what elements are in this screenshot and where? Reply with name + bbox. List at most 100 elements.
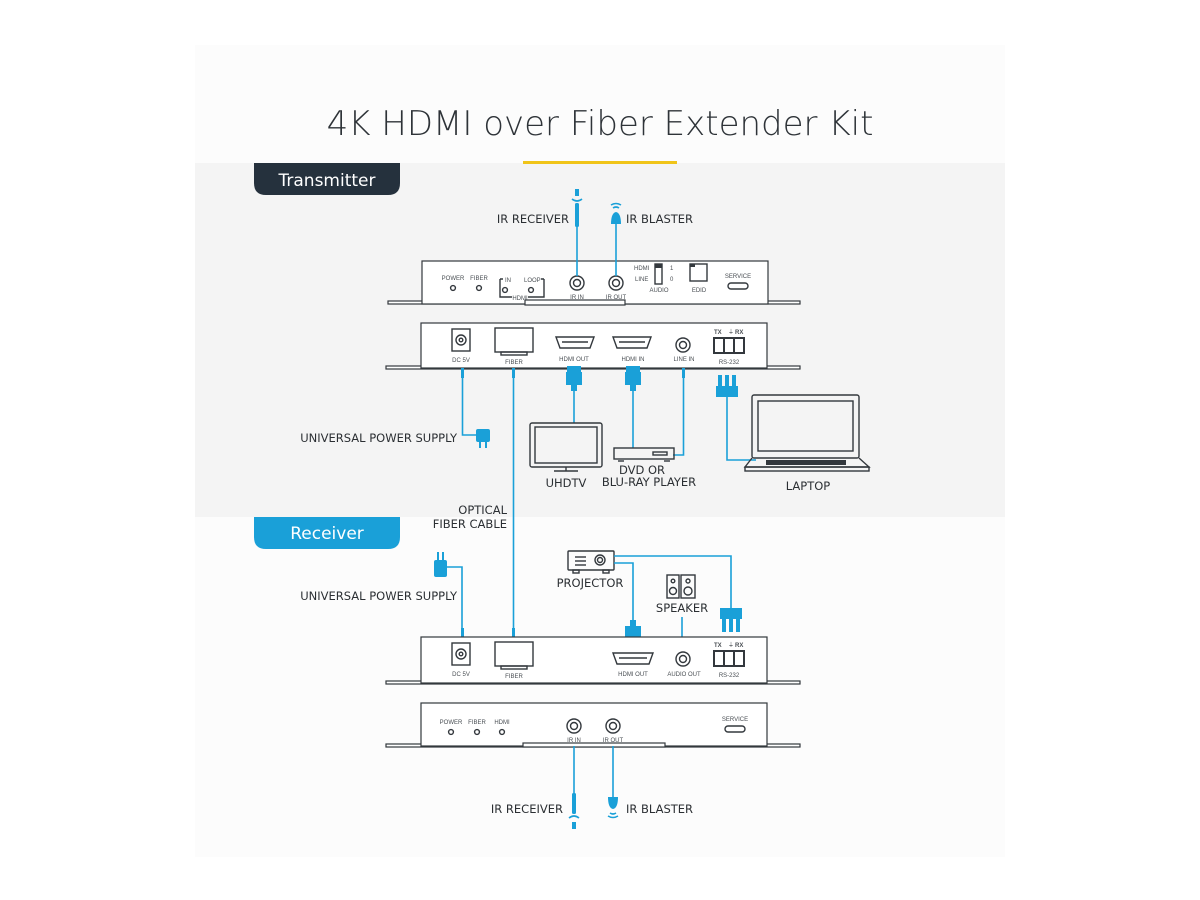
rx-power-cable: UNIVERSAL POWER SUPPLY xyxy=(300,552,464,640)
power-supply-icon xyxy=(434,560,447,577)
rx-led-fiber-label: FIBER xyxy=(468,720,486,726)
projector-label: PROJECTOR xyxy=(557,576,624,590)
tx-rs232-tx-label: TX xyxy=(714,330,722,336)
rx-ir-receiver-label: IR RECEIVER xyxy=(491,802,563,816)
tx-power-supply-label: UNIVERSAL POWER SUPPLY xyxy=(300,431,458,445)
rx-ir-blaster-label: IR BLASTER xyxy=(626,802,693,816)
tx-audio-one-label: 1 xyxy=(670,266,674,272)
tx-led-power xyxy=(449,284,457,292)
rx-hdmi-out-port xyxy=(612,652,654,665)
transmitter-front-panel: POWER FIBER IN LOOP HDMI IR IN IR OUT HD… xyxy=(387,260,801,306)
tx-hdmi-in-label: HDMI IN xyxy=(622,357,645,363)
rx-ir-in-port xyxy=(566,718,582,734)
laptop-label: LAPTOP xyxy=(786,479,831,493)
speaker-icon xyxy=(666,574,680,599)
tx-audio-hdmi-label: HDMI xyxy=(634,266,650,272)
rx-rs232-cable xyxy=(720,608,742,632)
tx-ir-out-label: IR OUT xyxy=(606,295,627,301)
page-title: 4K HDMI over Fiber Extender Kit xyxy=(327,104,874,144)
receiver-rear-panel: DC 5V FIBER HDMI OUT AUDIO OUT TX ⏚ RX R… xyxy=(385,636,801,685)
tx-rs232-rx-label: RX xyxy=(735,330,743,336)
tx-ir-in-label: IR IN xyxy=(570,295,584,301)
tx-power-cable: UNIVERSAL POWER SUPPLY xyxy=(300,368,490,448)
rx-ir-blaster: IR BLASTER xyxy=(607,746,693,819)
rx-power-supply-label: UNIVERSAL POWER SUPPLY xyxy=(300,589,458,603)
rx-led-power-label: POWER xyxy=(440,720,463,726)
tx-ir-receiver: IR RECEIVER xyxy=(497,189,583,276)
transmitter-rear-panel: DC 5V FIBER HDMI OUT HDMI IN LINE IN TX … xyxy=(385,322,801,370)
dvd-player-device: DVD OR BLU-RAY PLAYER xyxy=(602,447,696,489)
tx-service-port xyxy=(727,282,749,290)
receiver-front-panel: POWER FIBER HDMI IR IN IR OUT SERVICE xyxy=(385,702,801,748)
rx-ir-out-label: IR OUT xyxy=(603,738,624,744)
transmitter-tab-label: Transmitter xyxy=(278,171,376,191)
tx-audio-zero-label: 0 xyxy=(670,277,674,283)
laptop-icon xyxy=(751,394,860,459)
transmitter-tab: Transmitter xyxy=(254,163,400,195)
tx-fiber-label: FIBER xyxy=(505,360,523,366)
fiber-cable-label-1: OPTICAL xyxy=(458,503,507,517)
projector-icon xyxy=(567,550,615,571)
speaker-device: SPEAKER xyxy=(656,574,708,652)
tx-hdmi-in-cable xyxy=(625,366,641,448)
tx-rs232-gnd-label: ⏚ xyxy=(728,329,734,336)
tx-ir-receiver-label: IR RECEIVER xyxy=(497,212,569,226)
ir-receiver-icon xyxy=(572,793,576,814)
tx-hdmi-loop-label: LOOP xyxy=(524,278,541,284)
tx-edid-label: EDID xyxy=(692,288,707,294)
ir-blaster-icon xyxy=(608,797,618,809)
rx-service-label: SERVICE xyxy=(722,717,748,723)
tx-audio-label: AUDIO xyxy=(649,288,668,294)
tx-audio-line-label: LINE xyxy=(635,277,648,283)
tx-line-in-port xyxy=(675,337,691,353)
tx-led-power-label: POWER xyxy=(442,276,465,282)
rx-fiber-label: FIBER xyxy=(505,674,523,680)
rx-ir-receiver: IR RECEIVER xyxy=(491,746,580,829)
rx-led-fiber xyxy=(473,728,481,736)
laptop-device: LAPTOP xyxy=(743,394,871,493)
tx-hdmi-group-label: HDMI xyxy=(512,296,528,302)
rx-ir-out-port xyxy=(605,718,621,734)
fiber-cable-label-2: FIBER CABLE xyxy=(433,517,507,531)
tx-hdmi-in-port xyxy=(612,336,652,349)
tx-line-in-cable xyxy=(673,368,685,456)
tx-ir-blaster: IR BLASTER xyxy=(610,202,693,276)
uhdtv-device: UHDTV xyxy=(529,422,603,490)
dvd-label-1: DVD OR xyxy=(619,463,665,477)
rx-led-hdmi-label: HDMI xyxy=(494,720,510,726)
uhdtv-label: UHDTV xyxy=(546,476,587,490)
tx-rs232-label: RS-232 xyxy=(719,360,740,366)
tx-led-hdmi-in xyxy=(501,286,509,294)
rx-hdmi-out-label: HDMI OUT xyxy=(618,672,648,678)
dvd-player-icon xyxy=(613,447,675,460)
rx-rs232-label: RS-232 xyxy=(719,673,740,679)
projector-device: PROJECTOR xyxy=(557,550,732,620)
tx-hdmi-out-port xyxy=(555,336,595,349)
tx-hdmi-out-label: HDMI OUT xyxy=(559,357,589,363)
ir-receiver-icon xyxy=(575,203,579,227)
tx-line-in-label: LINE IN xyxy=(673,357,694,363)
rx-rs232-rx-label: RX xyxy=(735,643,743,649)
tx-rs232-cable xyxy=(716,375,756,461)
tx-led-fiber xyxy=(475,284,483,292)
rx-service-port xyxy=(724,725,746,733)
tx-edid-switch[interactable] xyxy=(689,263,708,282)
rx-rs232-tx-label: TX xyxy=(714,643,722,649)
rx-dc5v-port xyxy=(451,642,471,666)
tx-hdmi-in-label: IN xyxy=(505,278,511,284)
tx-led-fiber-label: FIBER xyxy=(470,276,488,282)
rx-rs232-gnd-label: ⏚ xyxy=(728,642,734,649)
receiver-tab-label: Receiver xyxy=(290,524,364,544)
tx-led-hdmi-loop xyxy=(527,286,535,294)
dvd-label-2: BLU-RAY PLAYER xyxy=(602,475,696,489)
tx-dc5v-port xyxy=(451,328,471,352)
optical-fiber-cable: OPTICAL FIBER CABLE xyxy=(433,368,515,641)
title-underline xyxy=(523,161,677,164)
speaker-label: SPEAKER xyxy=(656,601,708,615)
ir-blaster-icon xyxy=(611,212,621,224)
tx-service-label: SERVICE xyxy=(725,274,751,280)
rx-led-hdmi xyxy=(498,728,506,736)
tx-dc5v-label: DC 5V xyxy=(452,358,470,364)
rx-audio-out-port xyxy=(675,651,691,667)
